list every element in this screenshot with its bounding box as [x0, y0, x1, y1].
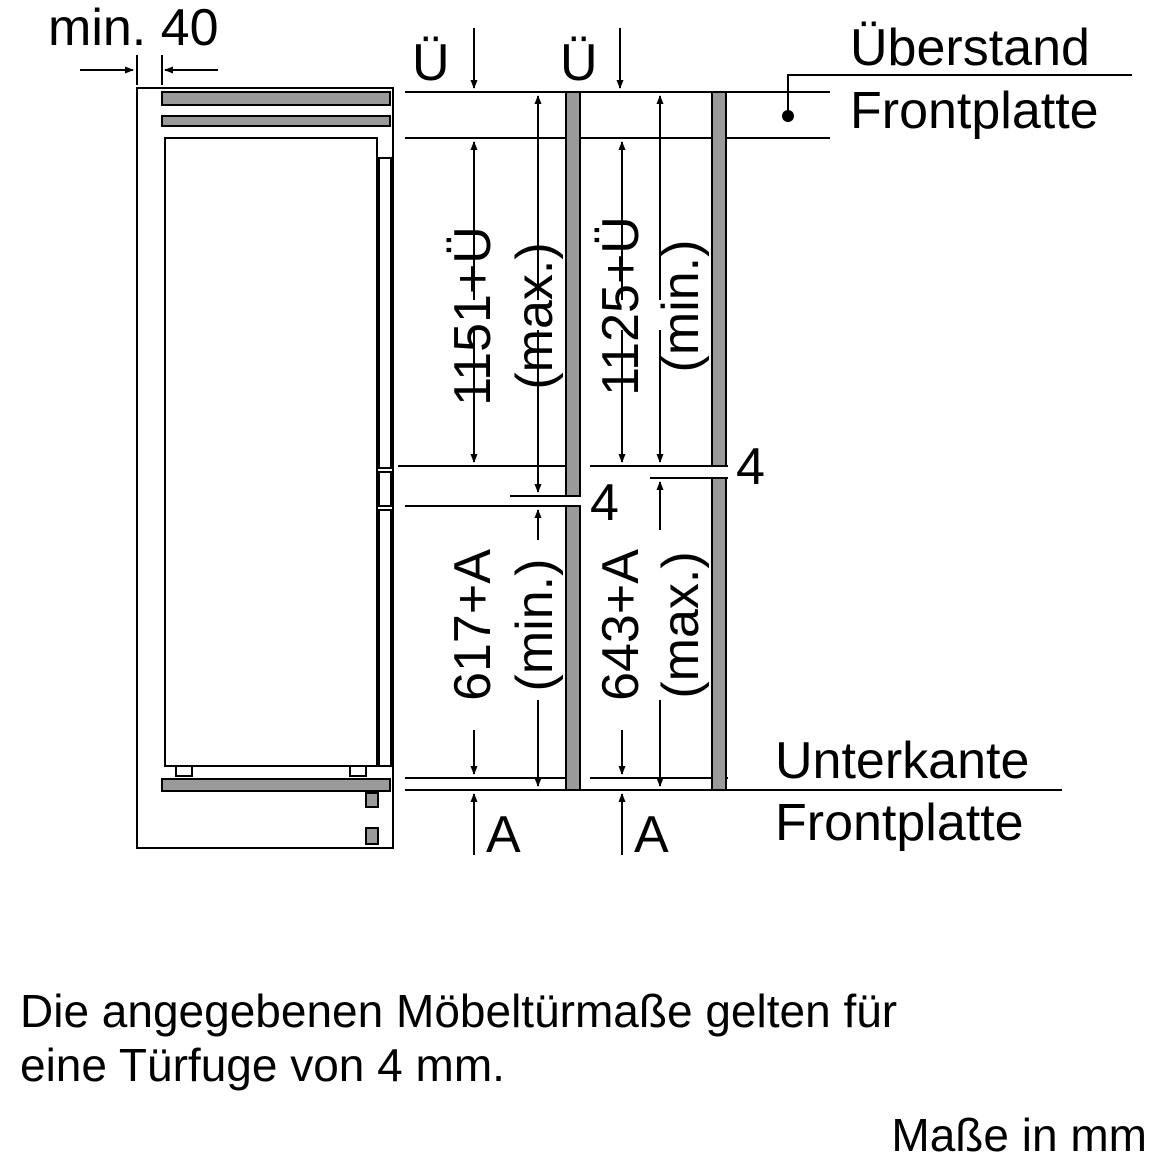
bottom-marker-b: A: [634, 806, 669, 864]
plinth-block-2: [365, 827, 379, 845]
plinth-block-1: [365, 792, 379, 808]
dim-upper-right-value: 1125+Ü: [592, 216, 650, 396]
overhang-marker-b: Ü: [560, 34, 598, 92]
dim-upper-left-value: 1151+Ü: [444, 226, 502, 406]
door-hinge: [378, 471, 392, 507]
footer-note-line2: eine Türfuge von 4 mm.: [20, 1039, 505, 1091]
bottom-title-line2: Frontplatte: [775, 794, 1024, 852]
min-gap-label: min. 40: [48, 0, 219, 57]
units-label: Maße in mm: [891, 1109, 1147, 1161]
lower-door-edge: [378, 509, 392, 767]
door-panel-lower-a: [565, 505, 581, 791]
door-panel-lower-b: [711, 477, 727, 791]
foot-right: [349, 765, 367, 777]
overhang-leader-dot: [782, 110, 794, 122]
cabinet: [136, 87, 394, 849]
foot-left: [175, 765, 193, 777]
overhang-leader-line: [787, 74, 1132, 112]
top-shelf-1: [161, 91, 391, 106]
cabinet-outline: [136, 87, 394, 849]
overhang-title-line2: Frontplatte: [850, 82, 1099, 140]
gap-label-b: 4: [736, 438, 765, 496]
top-shelf-2: [161, 115, 391, 127]
overhang-title-line1: Überstand: [850, 19, 1090, 77]
overhang-marker-a: Ü: [412, 34, 450, 92]
dim-lower-left-qual: (min.): [506, 559, 564, 692]
upper-door-edge: [378, 157, 392, 469]
door-panel-upper-a: [565, 91, 581, 497]
dim-lower-right-value: 643+A: [592, 549, 650, 701]
door-panel-upper-b: [711, 91, 727, 467]
bottom-title-line1: Unterkante: [775, 732, 1029, 790]
dim-upper-left-qual: (max.): [506, 242, 564, 389]
appliance-body: [164, 137, 378, 767]
gap-label-a: 4: [590, 474, 619, 532]
dim-upper-right-qual: (min.): [652, 240, 710, 373]
bottom-marker-a: A: [486, 806, 521, 864]
bottom-shelf: [161, 778, 391, 792]
dim-lower-left-value: 617+A: [444, 549, 502, 701]
dim-lower-right-qual: (max.): [652, 551, 710, 698]
footer-note-line1: Die angegebenen Möbeltürmaße gelten für: [20, 985, 898, 1037]
